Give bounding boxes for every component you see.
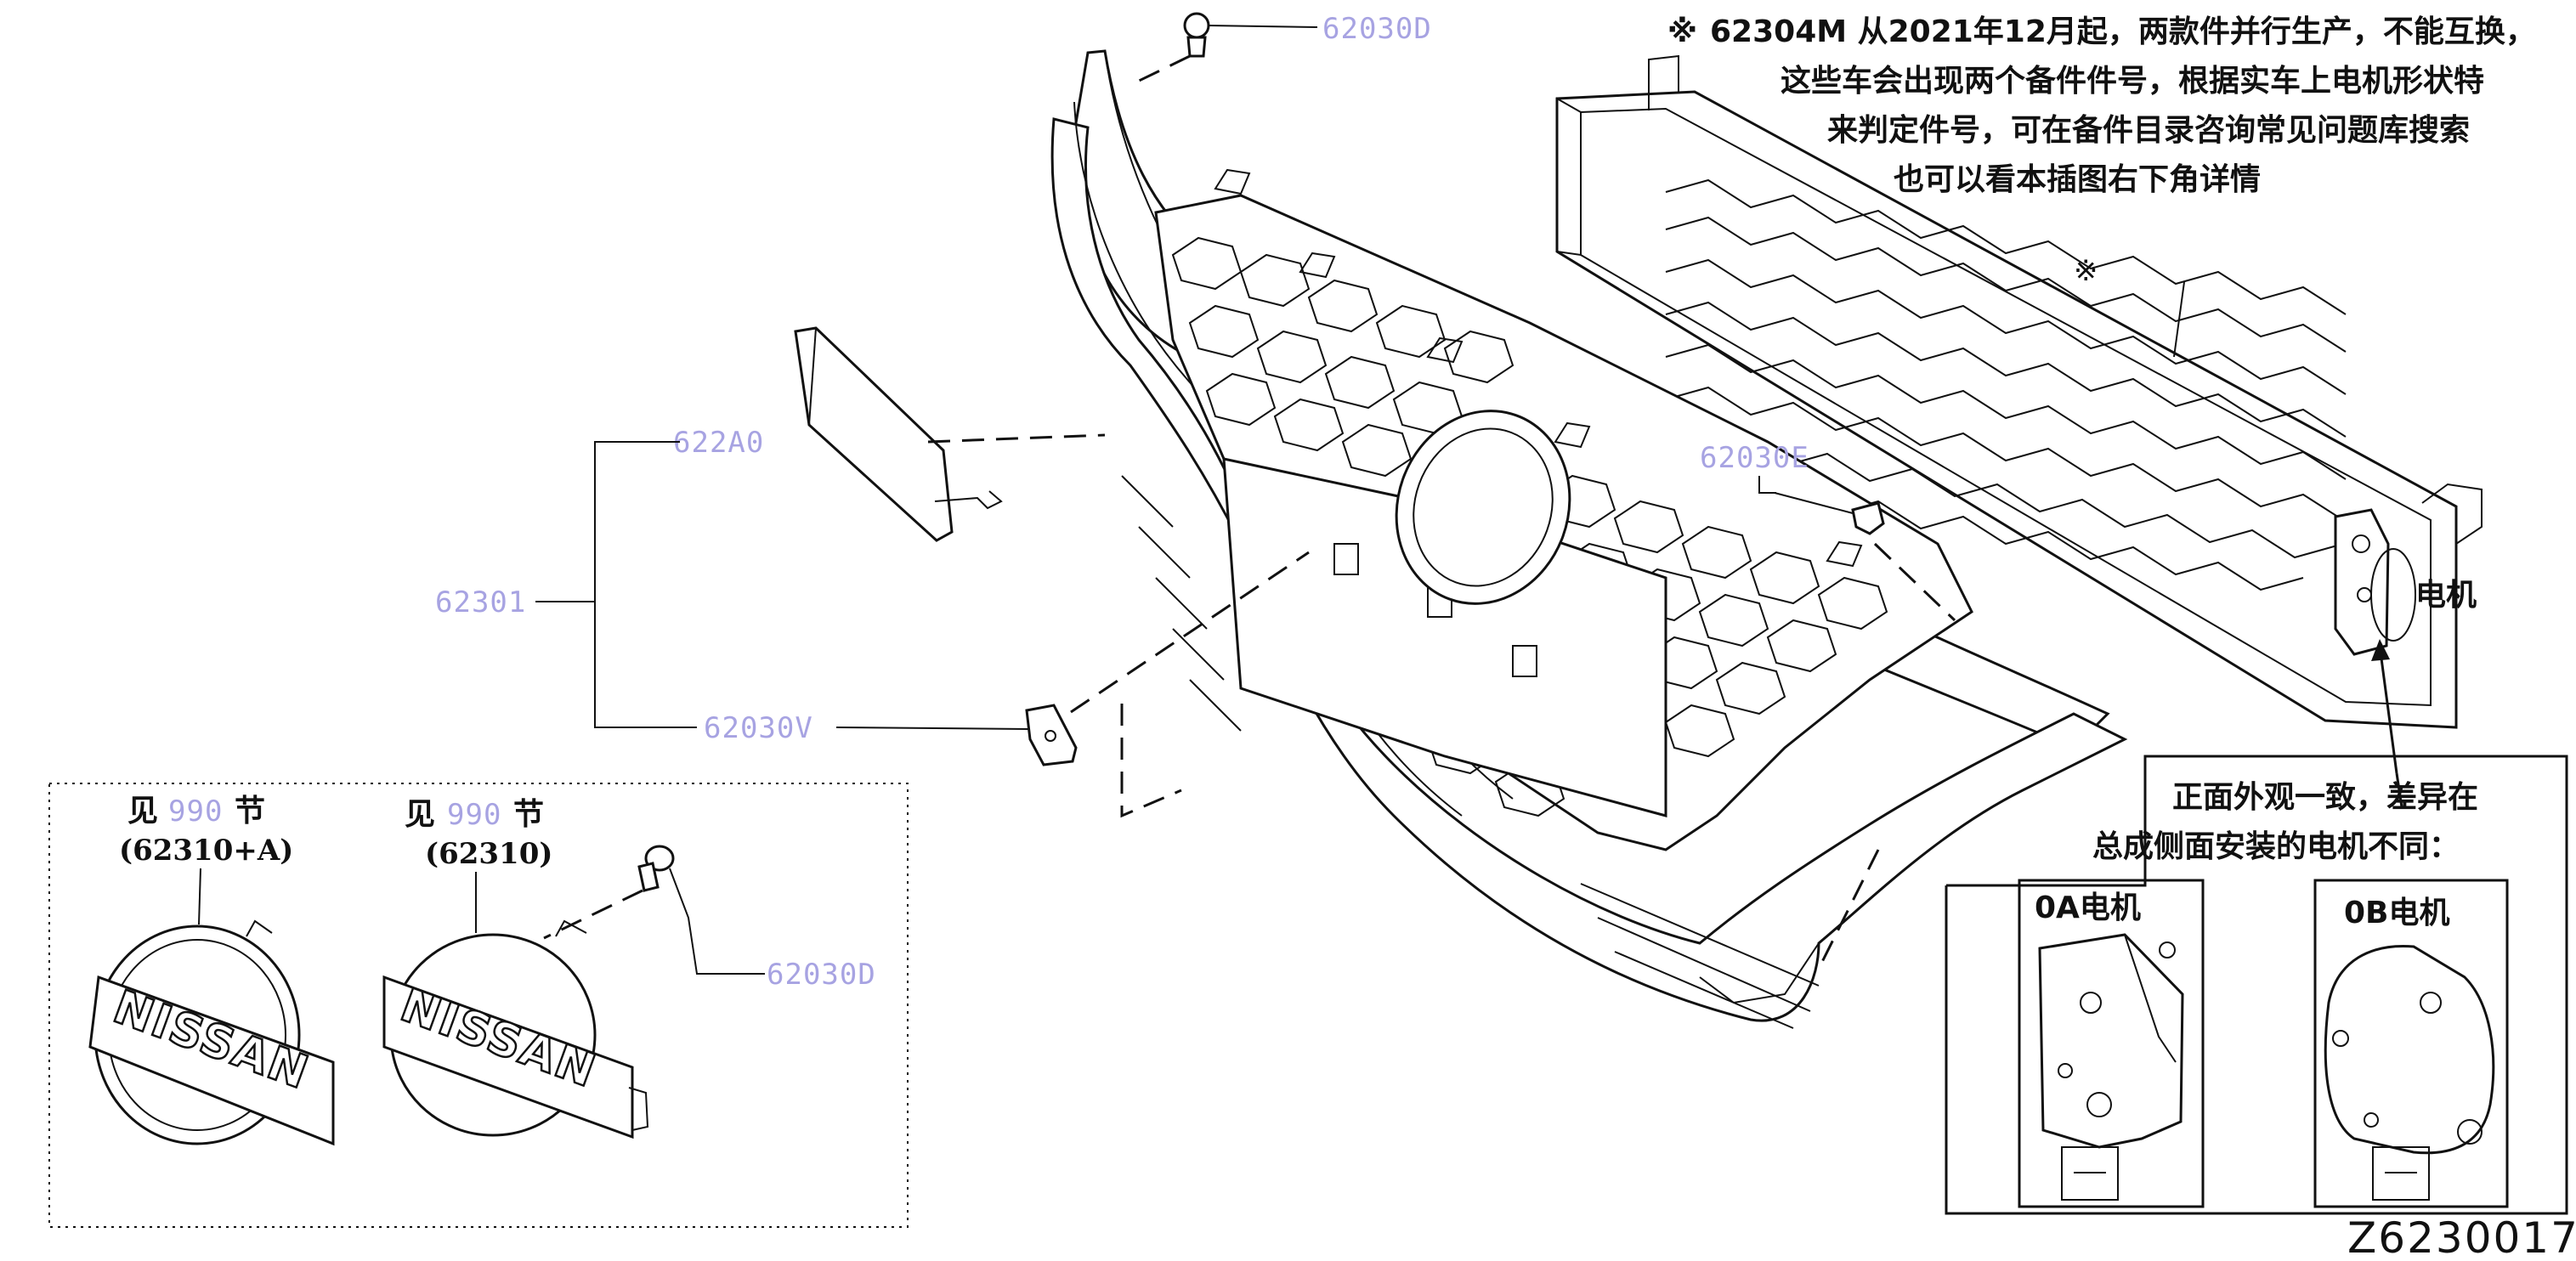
arrow-head-icon <box>2371 639 2390 661</box>
emblem-left-section: 990 <box>168 794 223 828</box>
active-grille-shutter-62304M <box>1555 54 2483 729</box>
emblem-62310A: 见 990 节 (62310+A) NISSAN <box>88 794 335 1146</box>
note-block: ※ 62304M 从2021年12月起，两款件并行生产，不能互换， 这些车会出现… <box>1667 14 2536 197</box>
emblem-62310: 见 990 节 (62310) NISSAN <box>382 797 649 1139</box>
motor-0a-drawing <box>2038 933 2184 1201</box>
callout-62030V: 62030V <box>704 711 813 745</box>
clip-62030V <box>835 551 1310 818</box>
emblem-right-see: 见 <box>405 797 435 832</box>
motor-0b-label: 0B电机 <box>2344 896 2450 930</box>
callout-62030D-top: 62030D <box>1322 12 1432 46</box>
motor-0a-label: 0A电机 <box>2035 891 2141 925</box>
clip-62030E <box>1758 476 1956 970</box>
emblem-right-ref: (62310) <box>425 837 552 871</box>
diagram-code: Z6230017 <box>2347 1213 2576 1261</box>
note-line-1: 62304M 从2021年12月起，两款件并行生产，不能互换， <box>1710 14 2536 49</box>
emblem-left-see: 见 <box>127 794 158 828</box>
callout-62301: 62301 <box>435 585 526 619</box>
callout-62304M-mark: ※ <box>2074 254 2099 288</box>
motor-comparison-inset: 正面外观一致，差异在 总成侧面安装的电机不同： 0A电机 0B电机 <box>1945 755 2568 1215</box>
inset-line-2: 总成侧面安装的电机不同： <box>2092 829 2460 864</box>
note-mark: ※ <box>1667 14 1697 49</box>
callout-62030E: 62030E <box>1700 441 1809 475</box>
emblem-right-section: 990 <box>447 798 501 832</box>
cover-622A0 <box>595 326 1106 542</box>
shutter-motor <box>2334 508 2416 656</box>
emblem-box <box>48 783 909 1228</box>
inset-line-1: 正面外观一致，差异在 <box>2172 780 2478 815</box>
screw-62030D-emblem <box>543 845 765 975</box>
motor-0b-box <box>2313 879 2509 1208</box>
clip-62030D-top <box>1129 12 1318 87</box>
motor-0a-box <box>2018 879 2205 1208</box>
emblem-left-ref: (62310+A) <box>119 834 293 868</box>
callout-622A0: 622A0 <box>673 426 764 460</box>
emblem-mount-ring <box>1395 410 1571 605</box>
emblem-left-suffix: 节 <box>235 794 265 828</box>
motor-0b-drawing <box>2324 945 2495 1201</box>
motor-label: 电机 <box>2415 578 2477 613</box>
callout-62030D-emblem: 62030D <box>767 958 876 992</box>
note-line-3: 来判定件号，可在备件目录咨询常见问题库搜索 <box>1827 113 2470 148</box>
note-line-2: 这些车会出现两个备件件号，根据实车上电机形状特 <box>1781 64 2484 99</box>
front-grille-62301 <box>1050 49 2128 1029</box>
emblem-right-suffix: 节 <box>513 797 544 832</box>
note-line-4: 也可以看本插图右下角详情 <box>1894 162 2261 197</box>
